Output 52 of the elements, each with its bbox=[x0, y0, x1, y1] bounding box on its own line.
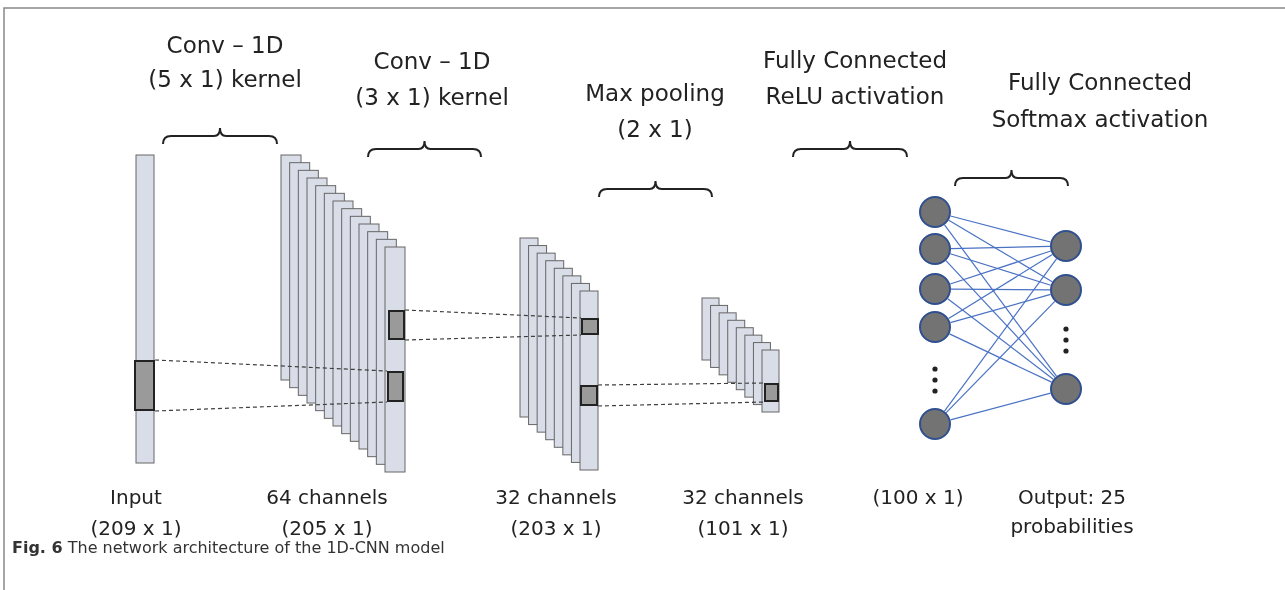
layer-heading: Fully Connected bbox=[1007, 69, 1193, 95]
layer-heading: Fully Connected bbox=[762, 47, 948, 73]
projection-line bbox=[597, 382, 765, 407]
layer-heading: (3 x 1) kernel bbox=[355, 84, 509, 110]
neuron-circle bbox=[919, 196, 951, 228]
neuron-circle bbox=[919, 233, 951, 265]
layer-size-label: probabilities bbox=[1010, 514, 1134, 538]
projection-line bbox=[154, 359, 388, 412]
connection-line bbox=[948, 219, 1053, 283]
layer-size-label: Input bbox=[110, 485, 162, 509]
connection-line bbox=[943, 258, 1058, 412]
layer-size-label: (209 x 1) bbox=[90, 516, 182, 540]
layer-heading: Conv – 1D bbox=[373, 48, 491, 74]
kernel-window-box bbox=[764, 383, 779, 402]
connection-line bbox=[948, 253, 1053, 320]
neuron-circle bbox=[919, 311, 951, 343]
connection-line bbox=[950, 245, 1051, 250]
connection-line bbox=[947, 298, 1054, 380]
connection-line bbox=[943, 224, 1058, 377]
neuron-circle bbox=[919, 408, 951, 440]
projection-line bbox=[404, 309, 582, 341]
connection-line bbox=[945, 300, 1056, 414]
neuron-circle bbox=[919, 273, 951, 305]
layer-size-label: (205 x 1) bbox=[281, 516, 373, 540]
kernel-window-box bbox=[388, 310, 405, 340]
connection-line bbox=[945, 260, 1056, 378]
layer-heading: (2 x 1) bbox=[617, 116, 693, 142]
layer-size-label: (203 x 1) bbox=[510, 516, 602, 540]
layer-heading: Softmax activation bbox=[991, 106, 1209, 132]
connection-line bbox=[949, 215, 1052, 243]
connection-line bbox=[950, 288, 1051, 291]
neuron-circle bbox=[1050, 274, 1082, 306]
layer-size-label: 64 channels bbox=[266, 485, 388, 509]
layer-size-label: 32 channels bbox=[682, 485, 804, 509]
connection-line bbox=[948, 333, 1053, 383]
figure-caption: Fig. 6 The network architecture of the 1D-CNN model bbox=[12, 538, 445, 557]
layer-size-label: Output: 25 bbox=[1018, 485, 1126, 509]
kernel-window-box bbox=[580, 385, 598, 406]
neuron-circle bbox=[1050, 373, 1082, 405]
layer-heading: Max pooling bbox=[585, 80, 725, 106]
layer-heading: (5 x 1) kernel bbox=[148, 66, 302, 92]
layer-size-label: (101 x 1) bbox=[697, 516, 789, 540]
layer-heading: ReLU activation bbox=[765, 83, 945, 109]
layer-size-label: (100 x 1) bbox=[872, 485, 964, 509]
layer-size-label: 32 channels bbox=[495, 485, 617, 509]
connection-line bbox=[949, 392, 1052, 421]
kernel-window-box bbox=[581, 318, 599, 335]
layer-heading: Conv – 1D bbox=[166, 32, 284, 58]
kernel-window-box bbox=[134, 360, 155, 411]
neuron-circle bbox=[1050, 230, 1082, 262]
connection-line bbox=[949, 293, 1052, 324]
kernel-window-box bbox=[387, 371, 404, 402]
